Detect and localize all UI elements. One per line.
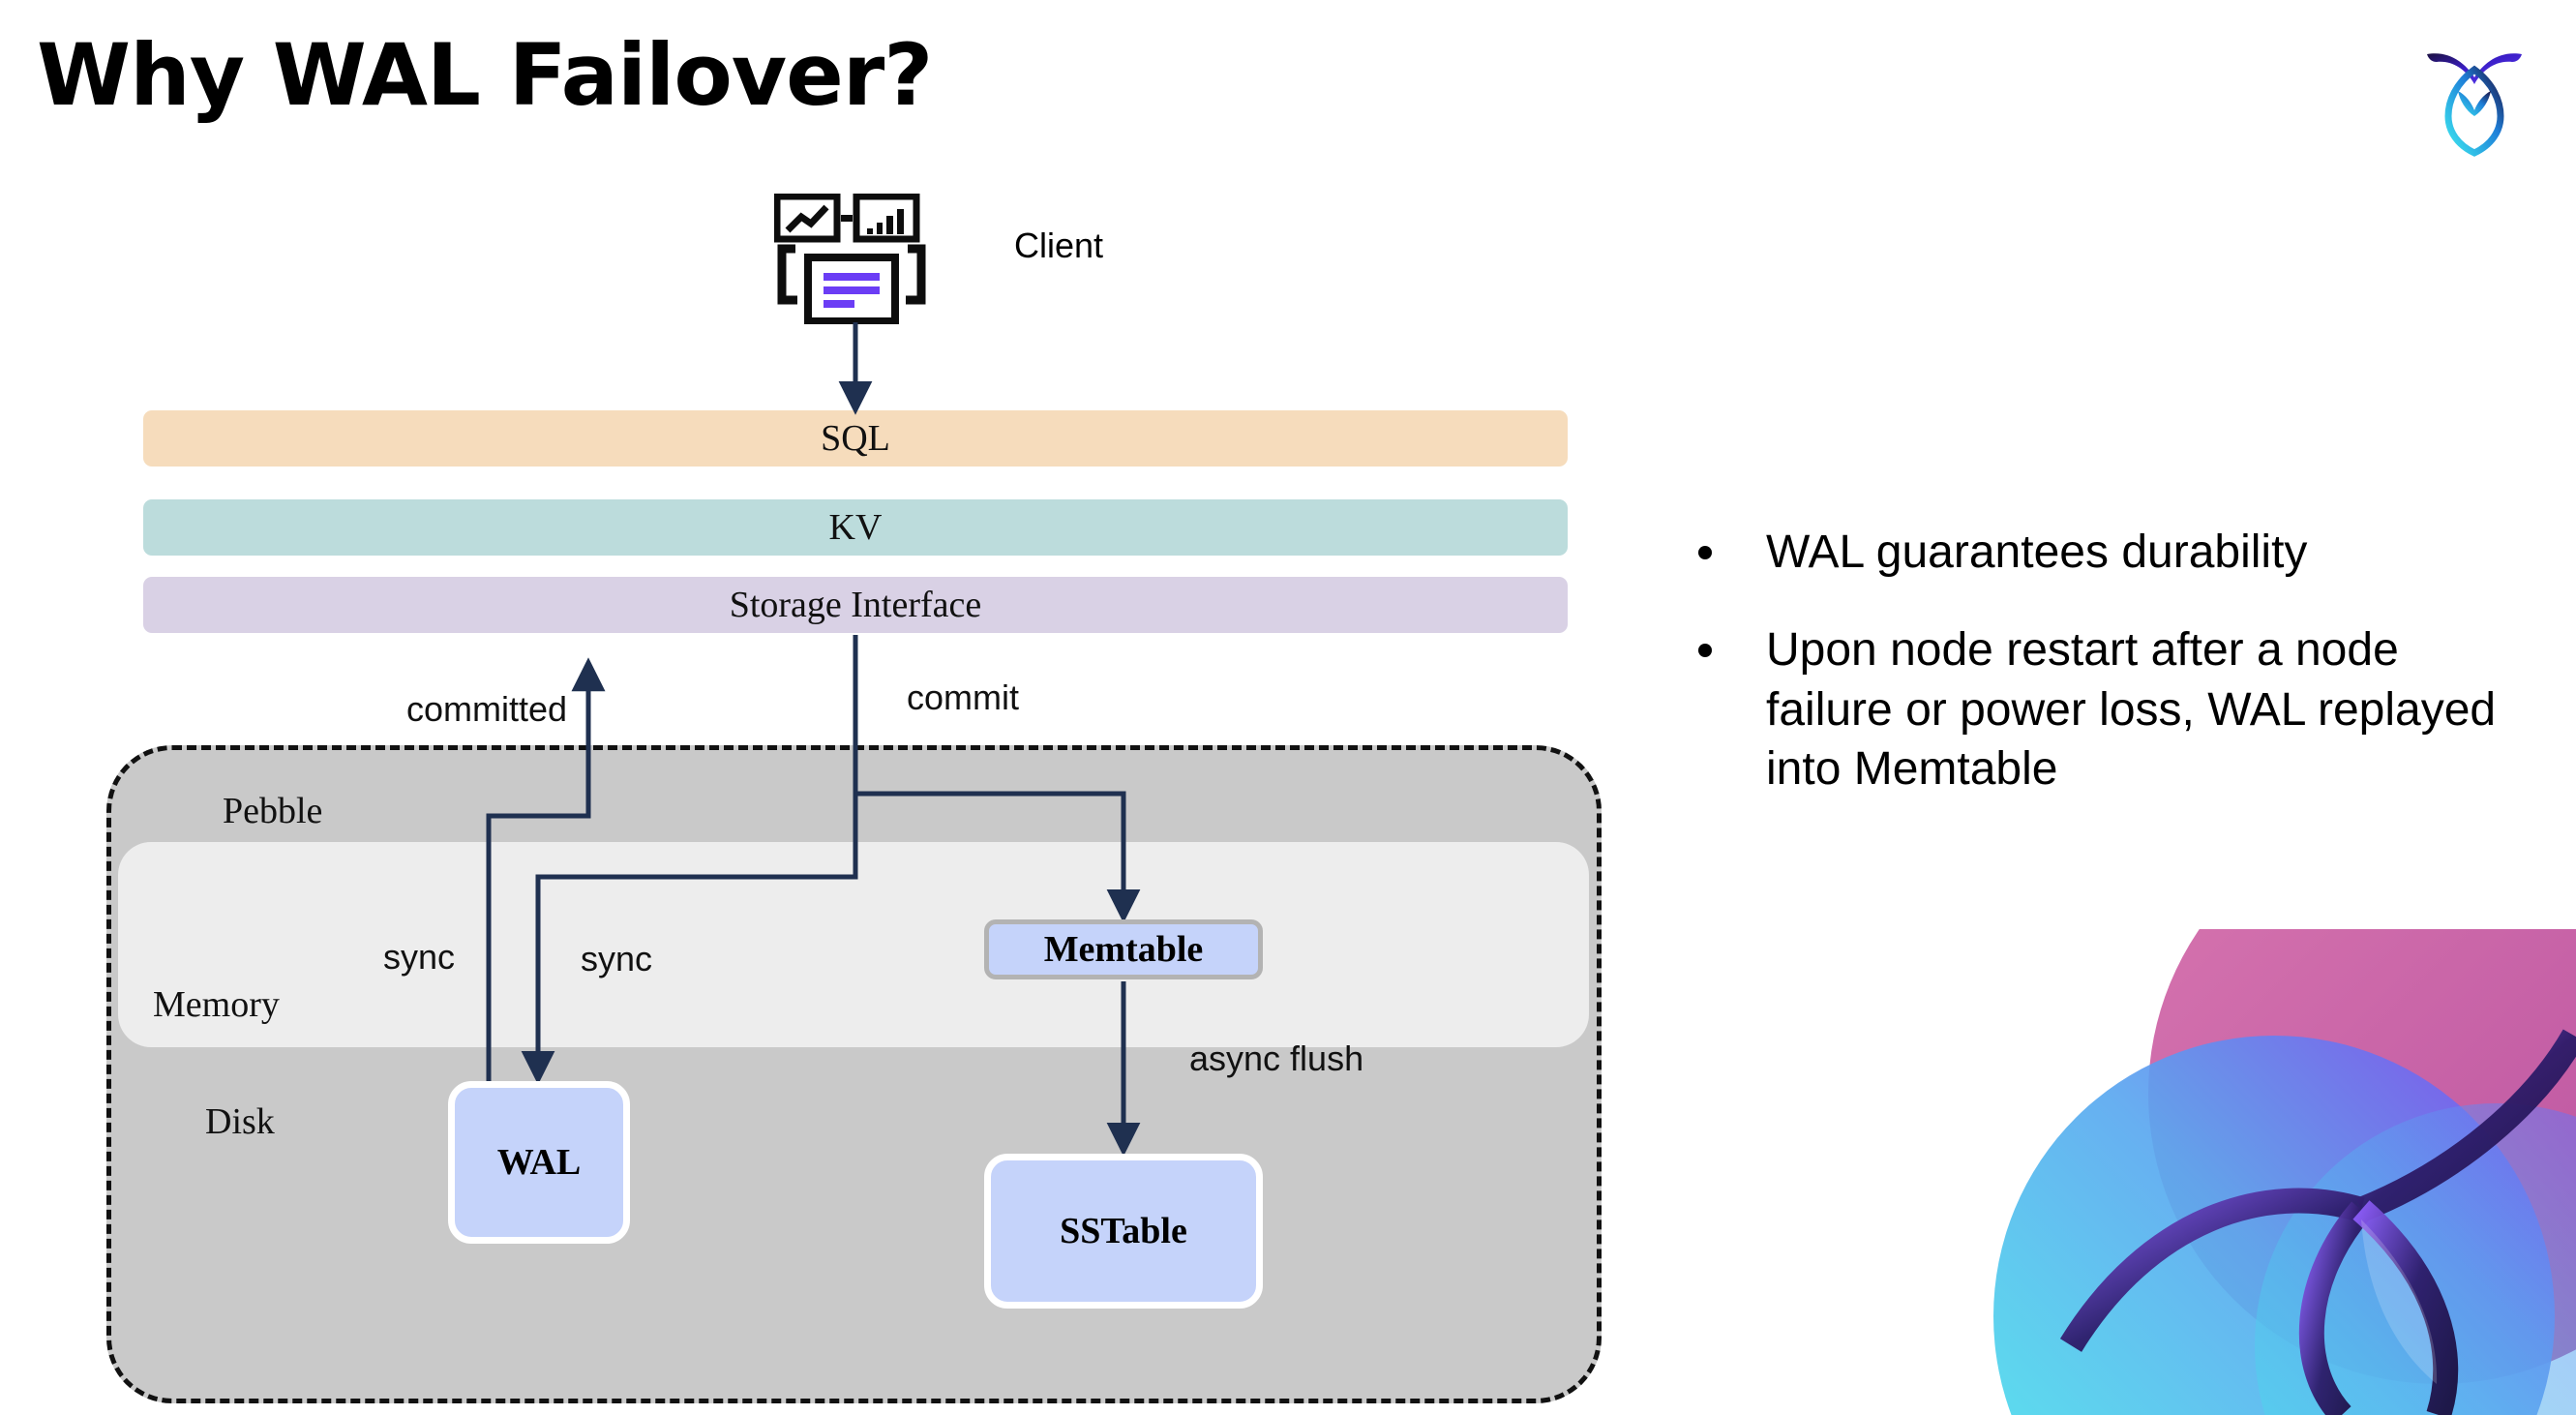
bullet-text: WAL guarantees durability	[1766, 527, 2308, 578]
list-item: Upon node restart after a node failure o…	[1698, 620, 2511, 798]
memory-region	[118, 842, 1589, 1047]
layer-bar-kv: KV	[143, 499, 1568, 556]
cockroachdb-circles-decoration	[1955, 929, 2576, 1415]
pebble-label: Pebble	[223, 791, 323, 831]
bullet-dot-icon	[1698, 644, 1712, 658]
edge-label-commit: commit	[907, 677, 1019, 717]
bullet-dot-icon	[1698, 546, 1712, 559]
cockroachdb-logo-icon	[2411, 31, 2537, 157]
client-monitor-icon	[773, 193, 929, 325]
layer-bar-storage-interface-label: Storage Interface	[729, 585, 982, 625]
disk-label: Disk	[205, 1101, 275, 1142]
edge-label-sync-wal-to-storage: sync	[383, 937, 456, 977]
edge-label-sync-storage-to-wal: sync	[581, 939, 653, 978]
bullet-list: WAL guarantees durability Upon node rest…	[1698, 523, 2511, 838]
list-item: WAL guarantees durability	[1698, 523, 2511, 582]
node-sstable: SSTable	[984, 1154, 1263, 1309]
edge-label-committed: committed	[406, 689, 568, 729]
client-label: Client	[1014, 226, 1104, 265]
node-wal-label: WAL	[496, 1142, 582, 1183]
node-wal: WAL	[448, 1081, 630, 1244]
page-title: Why WAL Failover?	[37, 25, 933, 125]
node-memtable-label: Memtable	[1043, 929, 1204, 970]
edge-label-async-flush: async flush	[1189, 1039, 1364, 1078]
node-memtable: Memtable	[984, 919, 1263, 979]
layer-bar-sql-label: SQL	[821, 418, 890, 459]
node-sstable-label: SSTable	[1060, 1211, 1187, 1251]
memory-label: Memory	[153, 984, 280, 1025]
layer-bar-sql: SQL	[143, 410, 1568, 467]
bullet-text: Upon node restart after a node failure o…	[1766, 624, 2497, 796]
layer-bar-kv-label: KV	[828, 507, 883, 548]
layer-bar-storage-interface: Storage Interface	[143, 577, 1568, 633]
